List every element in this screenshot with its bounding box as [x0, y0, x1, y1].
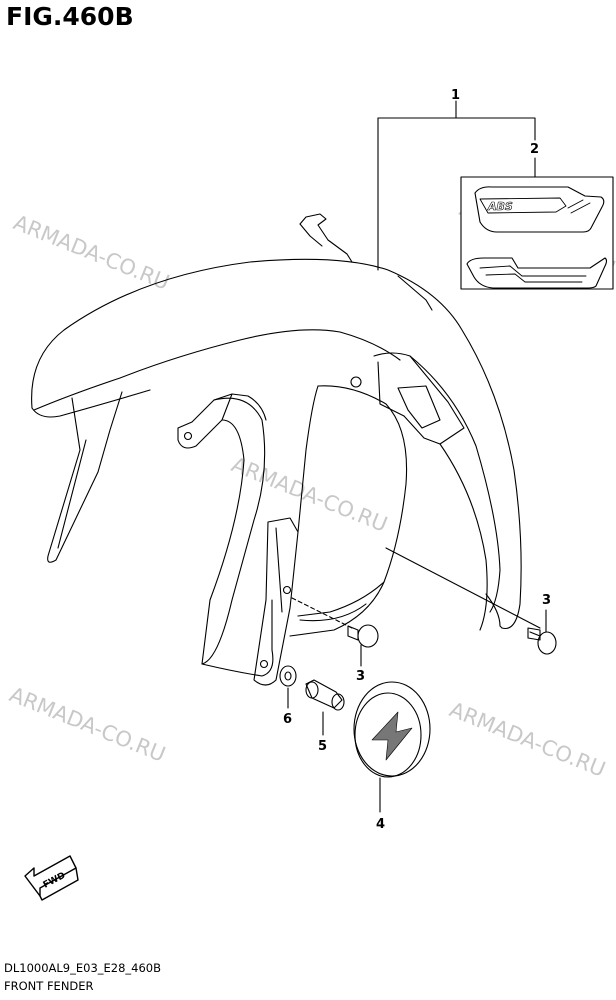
callout-3: 3 [542, 593, 551, 608]
callout-3: 3 [356, 669, 365, 684]
model-code: DL1000AL9_E03_E28_460B [4, 961, 162, 975]
callout-6: 6 [283, 712, 292, 727]
bolt-right [527, 627, 557, 655]
diagram-caption: FRONT FENDER [4, 979, 94, 993]
callout-5: 5 [318, 739, 327, 754]
callout-1: 1 [451, 88, 460, 103]
bolt-lower [347, 624, 379, 648]
collar-spacer [305, 679, 345, 711]
callout-numbers: 1 2 3 3 4 5 6 [283, 88, 551, 832]
front-fender [31, 213, 541, 686]
callout-leaders [287, 100, 547, 813]
emblem [353, 681, 431, 778]
figure-title: FIG.460B [6, 2, 134, 31]
watermark: ARMADA-CO.RU [446, 697, 609, 781]
watermark: ARMADA-CO.RU [10, 210, 173, 294]
callout-2: 2 [530, 142, 539, 157]
callout-4: 4 [376, 817, 385, 832]
washer [279, 665, 297, 687]
abs-emblem-text: ABS [487, 200, 513, 213]
fwd-arrow [24, 855, 79, 901]
decal-sheet: ABS [460, 176, 614, 290]
watermark: ARMADA-CO.RU [6, 682, 169, 766]
